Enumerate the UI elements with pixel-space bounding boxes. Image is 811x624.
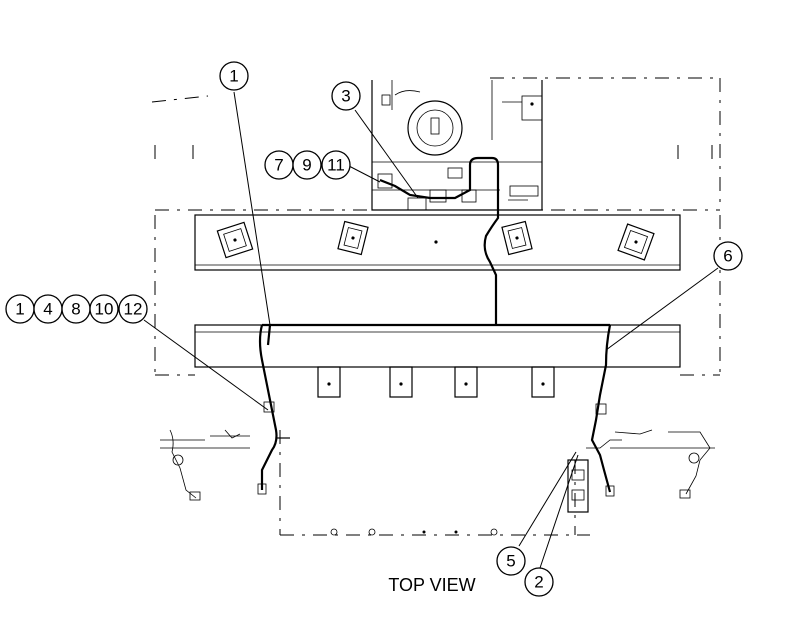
callout-label: 6	[723, 247, 732, 266]
callout-label: 1	[229, 67, 238, 86]
callout-5: 5	[496, 546, 526, 576]
right-harness	[567, 324, 715, 513]
callout-label: 10	[95, 300, 114, 319]
callout-label: 2	[534, 573, 543, 592]
machine-outline	[151, 77, 721, 536]
callout-label: 1	[15, 300, 24, 319]
left-harness	[160, 324, 290, 501]
callout-label: 4	[43, 300, 52, 319]
callout-label: 12	[124, 300, 143, 319]
leader-lines	[143, 91, 719, 569]
callout-top-1: 1	[219, 61, 249, 91]
upper-compartment	[371, 80, 543, 211]
view-label: TOP VIEW	[388, 575, 475, 595]
cross-beam	[194, 323, 681, 398]
callout-6: 6	[713, 241, 743, 271]
lower-panel	[330, 528, 498, 536]
callout-label: 8	[71, 300, 80, 319]
callout-label: 3	[341, 87, 350, 106]
callout-3: 3	[331, 81, 361, 111]
callout-label: 9	[302, 156, 311, 175]
callout-label: 7	[274, 156, 283, 175]
callout-label: 11	[327, 156, 345, 175]
callout-group-7-9-11: 7 9 11	[264, 150, 351, 180]
callout-group-1-4-8-10-12: 1 4 8 10 12	[5, 294, 148, 324]
frame-plate	[194, 210, 681, 325]
callout-2: 2	[524, 567, 554, 597]
callout-label: 5	[506, 552, 515, 571]
